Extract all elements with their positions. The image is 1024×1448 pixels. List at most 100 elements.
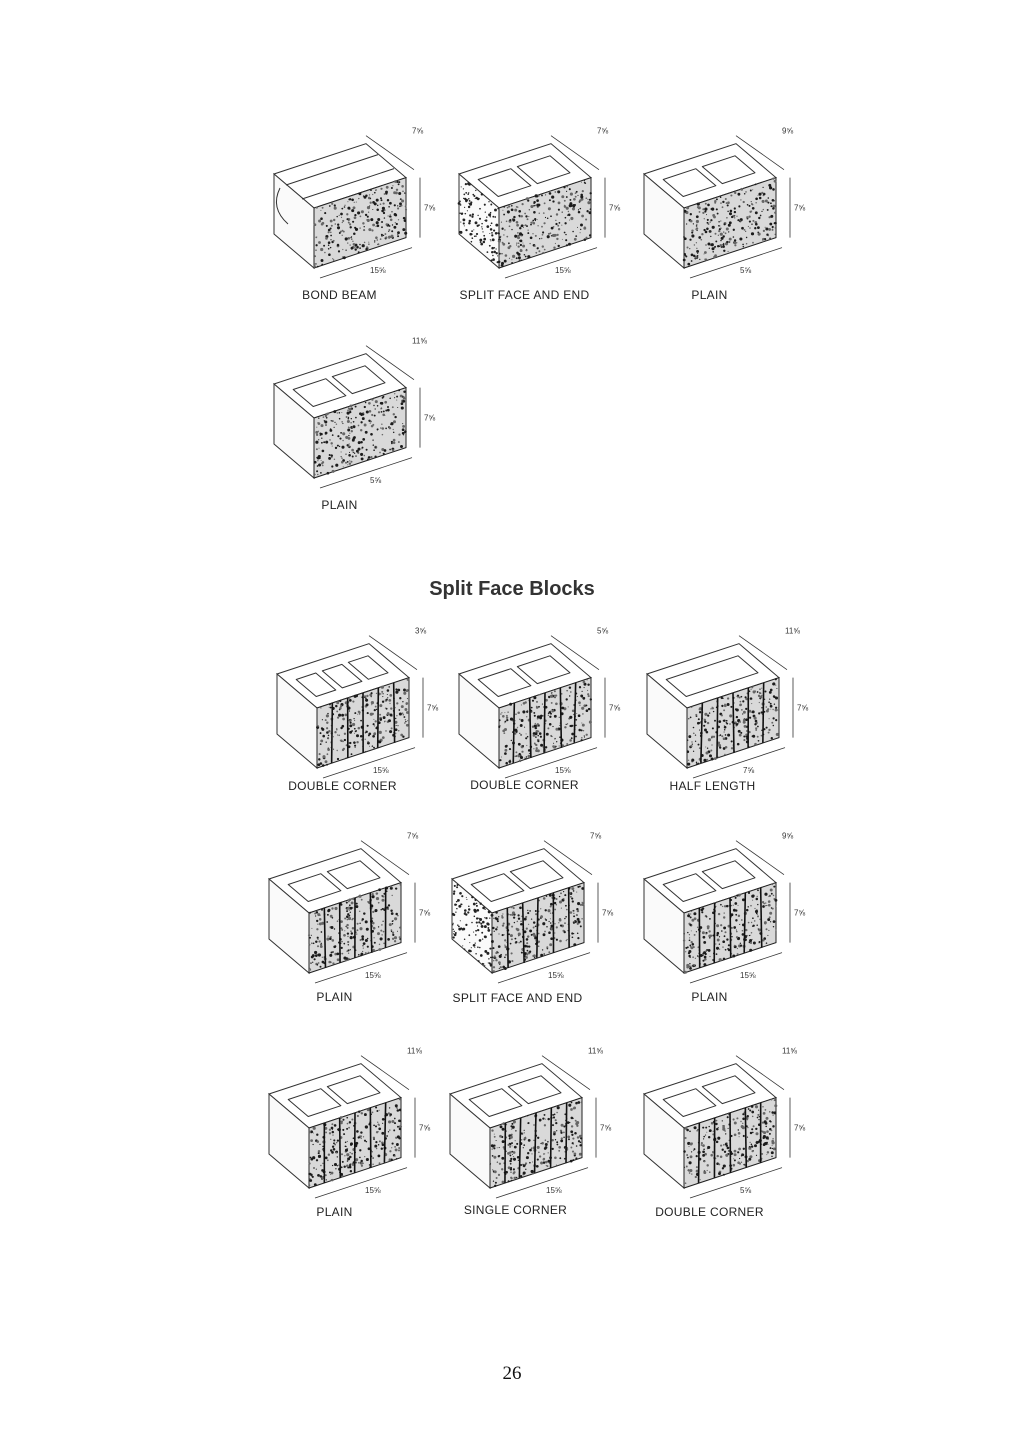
end-texture-dot: [478, 217, 482, 220]
depth-dimension-line: [738, 635, 788, 670]
end-texture-dot: [464, 182, 468, 186]
end-texture-dot: [482, 231, 484, 233]
end-texture-dot: [490, 913, 494, 917]
end-texture-dot: [462, 188, 465, 190]
end-texture-dot: [493, 247, 496, 249]
end-texture-dot: [467, 182, 470, 186]
rib-line: [521, 902, 525, 963]
block-core-opening: [331, 365, 386, 395]
end-texture-dot: [490, 203, 493, 206]
rib-line: [697, 1122, 701, 1183]
end-texture-dot: [460, 903, 463, 906]
end-texture-dot: [458, 906, 460, 908]
depth-dimension-label: 11⅝: [407, 1047, 422, 1056]
end-texture-dot: [490, 956, 492, 959]
end-texture-dot: [455, 903, 458, 906]
end-texture-dot: [467, 911, 470, 914]
end-texture-dot: [457, 924, 459, 926]
width-dimension-label: 15⅝: [365, 971, 381, 980]
width-dimension-line: [689, 1167, 783, 1199]
end-texture-dot: [465, 228, 468, 232]
width-dimension-line: [495, 1167, 589, 1199]
depth-dimension-line: [543, 840, 593, 875]
end-texture-dot: [484, 917, 486, 919]
end-texture-dot: [494, 208, 497, 212]
end-texture-dot: [463, 938, 466, 941]
block-core-opening: [326, 1075, 381, 1105]
end-texture-dot: [488, 213, 492, 217]
width-dimension-line: [689, 247, 783, 279]
depth-dimension-label: 11⅝: [588, 1047, 603, 1056]
end-texture-dot: [464, 206, 466, 208]
end-texture-dot: [495, 248, 497, 250]
rib-line: [744, 1107, 748, 1168]
end-texture-dot: [481, 228, 483, 230]
end-texture-dot: [489, 216, 491, 218]
width-dimension-label: 15⅝: [365, 1186, 381, 1195]
end-texture-dot: [465, 200, 468, 203]
rib-line: [536, 897, 539, 958]
bond-beam-channel: [285, 154, 395, 200]
end-texture-dot: [478, 224, 480, 226]
depth-dimension-label: 11⅝: [782, 1047, 797, 1056]
end-texture-dot: [487, 929, 491, 932]
end-texture-dot: [489, 947, 492, 950]
rib-line: [549, 1107, 553, 1168]
end-texture-dot: [468, 905, 470, 908]
end-texture-dot: [465, 923, 468, 927]
end-texture-dot: [479, 946, 481, 949]
end-texture-dot: [470, 233, 473, 236]
plain-block-drawing: 7⅝5⅝9⅝: [642, 127, 805, 279]
width-dimension-line: [319, 247, 413, 279]
depth-dimension-line: [541, 1055, 591, 1090]
rib-line: [528, 697, 532, 758]
rib-line: [759, 887, 763, 948]
block-core-opening: [326, 860, 381, 890]
end-texture-dot: [453, 930, 455, 933]
block-caption: PLAIN: [316, 990, 353, 1004]
width-dimension-label: 15⅝: [546, 1186, 562, 1195]
end-texture-dot: [453, 933, 455, 935]
depth-dimension-line: [735, 840, 785, 875]
end-texture-dot: [475, 189, 477, 192]
block-core-opening: [477, 668, 532, 697]
block-core-opening: [516, 655, 571, 685]
end-texture-dot: [471, 237, 474, 239]
end-texture-dot: [474, 942, 476, 944]
end-texture-dot: [482, 920, 485, 924]
block-core-opening: [662, 168, 717, 197]
end-texture-dot: [476, 232, 479, 236]
depth-dimension-line: [365, 345, 415, 380]
end-texture-dot: [455, 911, 457, 913]
end-texture-dot: [495, 223, 499, 227]
block-caption: PLAIN: [321, 498, 358, 512]
end-texture-dot: [452, 924, 454, 926]
end-texture-dot: [457, 899, 460, 902]
end-texture-dot: [461, 895, 464, 898]
end-texture-dot: [460, 212, 464, 216]
end-texture-dot: [488, 244, 491, 247]
end-texture-dot: [491, 232, 493, 234]
end-texture-dot: [490, 222, 493, 225]
split-face-texture: [497, 180, 592, 267]
height-dimension-label: 7⅝: [609, 704, 620, 713]
end-texture-dot: [475, 904, 478, 907]
block-caption: DOUBLE CORNER: [655, 1205, 764, 1219]
rib-line: [729, 897, 732, 958]
end-texture-dot: [485, 917, 488, 920]
end-texture-dot: [477, 946, 479, 948]
end-texture-dot: [473, 908, 477, 912]
height-dimension-label: 7⅝: [600, 1124, 611, 1133]
split-face-texture: [686, 678, 780, 766]
end-texture-dot: [456, 908, 458, 910]
bond-beam-channel-end: [275, 187, 289, 225]
end-texture-dot: [489, 228, 493, 231]
end-texture-dot: [460, 221, 462, 223]
end-texture-dot: [461, 928, 464, 931]
